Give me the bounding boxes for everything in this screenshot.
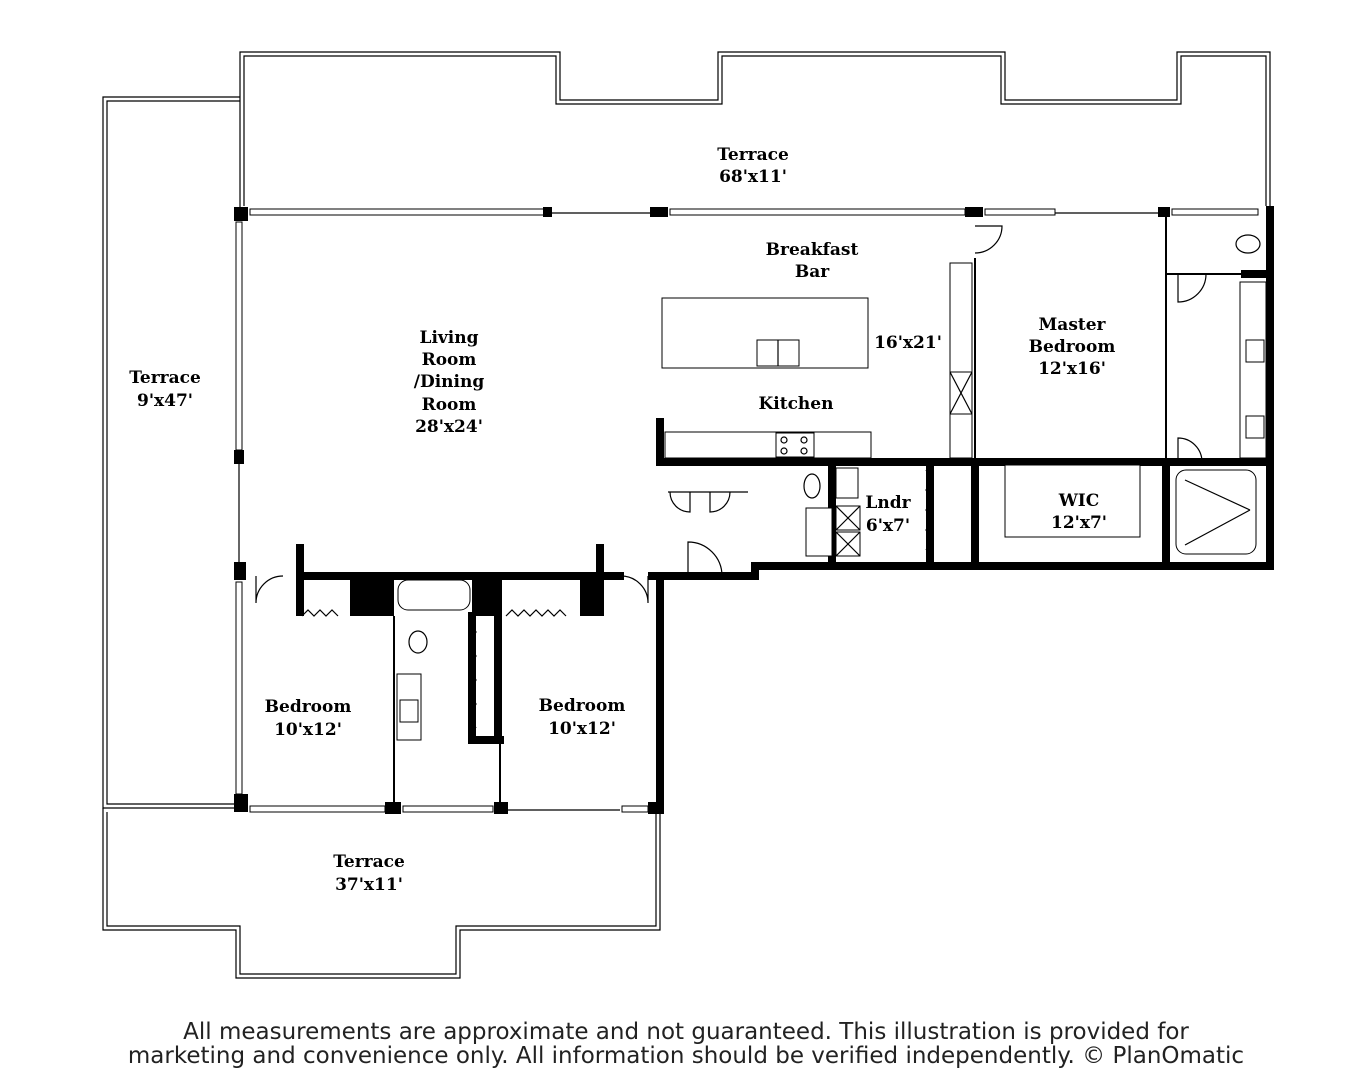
master-line1: Master	[1038, 315, 1106, 335]
kitchen-size: 16'x21'	[874, 333, 942, 353]
terrace-left-outline	[102, 96, 240, 809]
wic-shelf	[1004, 464, 1141, 538]
terrace-top-name: Terrace	[717, 145, 789, 165]
kitchen-counter	[664, 431, 872, 459]
bottom-window-wall	[249, 802, 664, 814]
master-bath-fixtures	[1175, 234, 1267, 555]
bedroom-left-size: 10'x12'	[274, 720, 342, 740]
bedroom-left-name: Bedroom	[265, 697, 352, 717]
terrace-top-size: 68'x11'	[719, 167, 787, 187]
living-line2: Room	[422, 350, 477, 370]
disclaimer-line-1: All measurements are approximate and not…	[183, 1019, 1189, 1045]
laundry-name: Lndr	[865, 493, 911, 513]
floor-plan: Terrace 68'x11' Terrace 9'x47' Terrace 3…	[102, 51, 1274, 979]
master-line2: Bedroom	[1029, 337, 1116, 357]
wic-size: 12'x7'	[1051, 513, 1107, 533]
left-window-wall	[234, 221, 248, 812]
doors	[255, 225, 1207, 604]
terrace-top-outline	[239, 51, 1271, 210]
kitchen-fixtures	[661, 262, 973, 459]
wic-name: WIC	[1058, 491, 1100, 511]
top-window-wall	[234, 207, 1259, 221]
disclaimer-line-2: marketing and convenience only. All info…	[127, 1043, 1245, 1069]
living-line4: Room	[422, 395, 477, 415]
laundry-fixtures	[803, 467, 933, 557]
terrace-bottom-size: 37'x11'	[335, 875, 403, 895]
breakfast-line2: Bar	[795, 262, 830, 282]
terrace-left-name: Terrace	[129, 368, 201, 388]
terrace-bottom-outline	[102, 808, 661, 979]
kitchen-name: Kitchen	[759, 394, 834, 414]
living-line3: /Dining	[414, 372, 485, 392]
breakfast-line1: Breakfast	[766, 240, 859, 260]
shared-bath-fixtures	[301, 579, 567, 741]
bedroom-right-name: Bedroom	[539, 696, 626, 716]
terrace-left-size: 9'x47'	[137, 391, 193, 411]
room-labels: Terrace 68'x11' Terrace 9'x47' Terrace 3…	[129, 145, 1115, 895]
terrace-bottom-name: Terrace	[333, 852, 405, 872]
laundry-size: 6'x7'	[866, 516, 910, 536]
living-size: 28'x24'	[415, 417, 483, 437]
tall-cabinet	[949, 262, 973, 459]
structural-walls	[296, 206, 1274, 812]
master-size: 12'x16'	[1038, 359, 1106, 379]
bedroom-right-size: 10'x12'	[548, 719, 616, 739]
living-line1: Living	[420, 328, 479, 348]
